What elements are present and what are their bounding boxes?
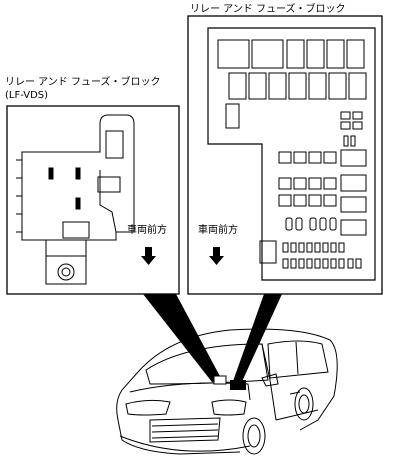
left-panel-frame bbox=[6, 105, 180, 295]
left-fuse-block-title: リレー アンド フューズ・ブロック bbox=[5, 77, 161, 88]
left-fuse-block-outline bbox=[21, 114, 135, 285]
right-panel-frame bbox=[187, 15, 383, 295]
minivan-illustration bbox=[116, 328, 338, 455]
arrow-down-icon bbox=[141, 247, 156, 265]
right-fuse-block-location bbox=[230, 380, 246, 390]
left-callout-pointer bbox=[143, 294, 222, 382]
right-fuse-block-title: リレー アンド フューズ・ブロック bbox=[190, 4, 346, 15]
right-fuse-block-slots bbox=[217, 39, 367, 269]
right-callout-pointer bbox=[232, 294, 282, 386]
left-fuse-block-location bbox=[213, 375, 227, 385]
arrow-down-icon bbox=[209, 247, 224, 265]
right-fuse-block-outline bbox=[207, 27, 376, 281]
left-fuse-block-relays bbox=[16, 130, 124, 239]
front-direction-label-left: 車両前方 bbox=[127, 225, 167, 236]
front-direction-label-right: 車両前方 bbox=[198, 225, 238, 236]
left-fuse-block-model: (LF-VDS) bbox=[5, 90, 49, 101]
